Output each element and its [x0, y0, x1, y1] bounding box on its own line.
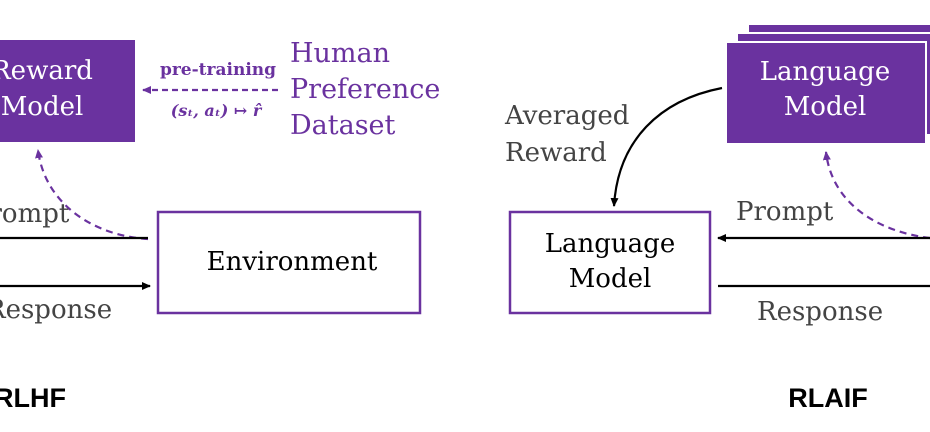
rlaif-panel: Language Model Averaged Reward Language … — [504, 23, 930, 413]
rlaif-caption: RLAIF — [788, 383, 867, 413]
environment-label: Environment — [207, 247, 378, 277]
dataset-label-line3: Dataset — [290, 110, 396, 141]
pretraining-label: pre-training — [160, 60, 276, 80]
rlaif-prompt-label: Prompt — [736, 197, 834, 227]
averaged-reward-line1: Averaged — [504, 101, 629, 131]
rlhf-response-label: Response — [0, 295, 112, 325]
rlhf-prompt-label: Prompt — [0, 199, 70, 229]
top-model-box-front — [725, 41, 927, 145]
reward-model-label-line2: Model — [1, 92, 84, 122]
rlaif-feedback-arrow — [822, 151, 930, 240]
rlhf-caption: RLHF — [0, 383, 66, 413]
env-model-label-line2: Model — [569, 264, 652, 294]
mapping-label: (sₜ, aₜ) ↦ r̂ — [171, 101, 263, 120]
reward-model-label-line1: Reward — [0, 56, 93, 86]
averaged-reward-line2: Reward — [505, 138, 607, 168]
dataset-label-line2: Preference — [290, 74, 440, 105]
averaged-reward-arrow — [610, 86, 723, 207]
rlaif-response-label: Response — [757, 297, 883, 327]
rlhf-panel: Reward Model pre-training (sₜ, aₜ) ↦ r̂ … — [0, 38, 440, 413]
env-model-label-line1: Language — [545, 229, 675, 259]
dataset-label-line1: Human — [290, 38, 390, 69]
reward-model-box — [0, 40, 135, 142]
rlhf-reward-feedback-arrow — [35, 149, 149, 241]
env-model-box — [508, 210, 712, 315]
environment-box — [156, 210, 422, 315]
top-model-label-line1: Language — [760, 57, 890, 87]
top-model-label-line2: Model — [784, 92, 867, 122]
